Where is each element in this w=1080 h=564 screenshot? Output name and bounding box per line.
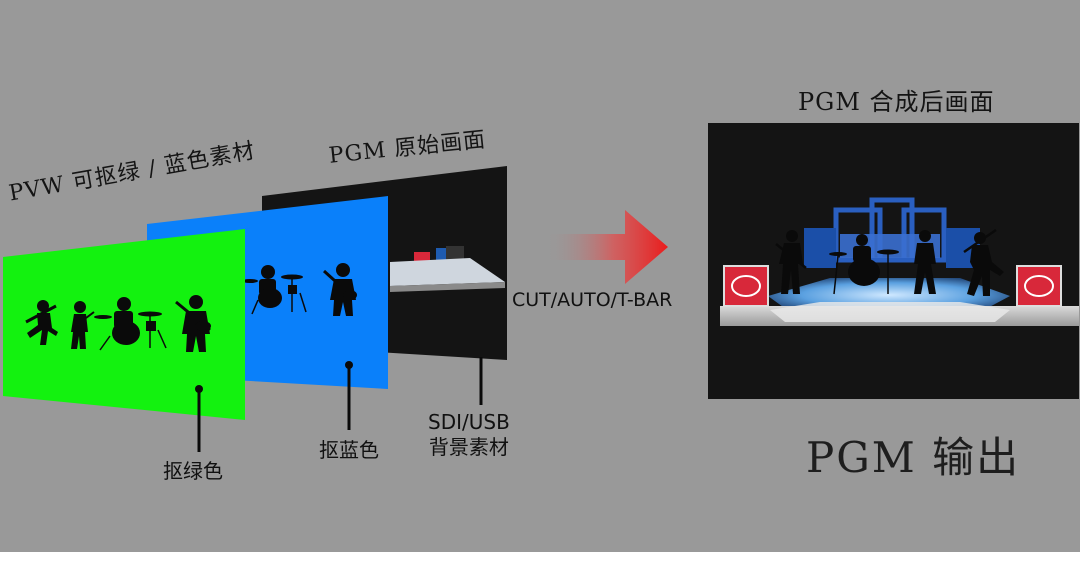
drum-kit-icon: [242, 265, 307, 315]
pgm-source-stage-scene: [390, 246, 505, 292]
performer-silhouette-icon: [175, 295, 211, 352]
blue-band-silhouettes: [242, 263, 357, 316]
performer-silhouette-icon: [914, 230, 936, 294]
stage-left-screen: [804, 228, 836, 268]
performer-silhouette-icon: [25, 300, 58, 345]
performer-silhouette-icon: [775, 230, 807, 294]
pgm-output-label: PGM 输出: [806, 433, 1021, 482]
stage-floor: [390, 258, 505, 286]
right-arrow-icon: [545, 210, 668, 284]
green-band-silhouettes: [25, 295, 211, 352]
composite-stage-scene: [720, 197, 1079, 326]
green-key-layer: [3, 229, 245, 420]
drum-kit-icon: [829, 234, 899, 295]
background-source-line1: SDI/USB: [428, 410, 510, 434]
green-key-caption: 抠绿色: [163, 459, 223, 483]
background-source-line2: 背景素材: [428, 435, 509, 459]
drum-kit-icon: [94, 297, 167, 351]
performer-silhouette-icon: [71, 301, 95, 349]
background-source-caption: SDI/USB 背景素材: [428, 410, 510, 460]
pgm-composite-title: PGM 合成后画面: [798, 88, 995, 116]
stage-monitor-left: [723, 265, 769, 307]
diagram-graphics: [3, 123, 1079, 452]
blue-key-caption: 抠蓝色: [319, 438, 379, 462]
performer-silhouette-icon: [963, 228, 1004, 296]
stage-monitor-right: [1016, 265, 1062, 307]
callout-lines: [195, 357, 483, 452]
stage-floor-edge: [390, 282, 505, 292]
diagram-canvas: PVW 可抠绿 / 蓝色素材 PGM 原始画面 PGM 合成后画面 CUT/AU…: [0, 0, 1080, 552]
performer-silhouette-icon: [322, 263, 357, 316]
pgm-composite-frame: [708, 123, 1079, 399]
transition-modes-label: CUT/AUTO/T-BAR: [512, 289, 673, 311]
